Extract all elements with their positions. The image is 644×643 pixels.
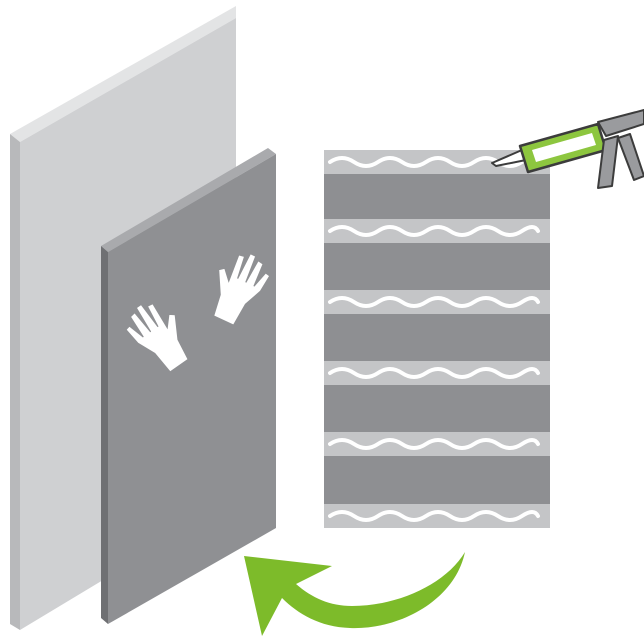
adhesive-strip	[324, 361, 550, 385]
adhesive-bead	[328, 510, 540, 522]
adhesive-bead	[328, 438, 540, 450]
gun-handle	[597, 135, 619, 189]
curved-arrow-icon	[244, 552, 465, 636]
gun-frame	[597, 109, 644, 137]
gun-trigger	[617, 133, 644, 181]
left-hand-icon	[125, 302, 189, 373]
adhesive-bead	[328, 225, 540, 237]
gun-cartridge-label	[532, 133, 596, 162]
adhesive-strip	[324, 219, 550, 243]
strip-background	[324, 150, 550, 528]
right-hand-icon	[212, 252, 271, 327]
caulking-gun-icon	[491, 109, 644, 189]
adhesive-bead	[328, 156, 540, 168]
adhesive-strip	[324, 504, 550, 528]
wall-panel-top-edge	[10, 6, 236, 142]
arrow-body	[244, 552, 465, 636]
adhesive-bead	[328, 296, 540, 308]
board	[101, 148, 276, 624]
board-top-edge	[101, 148, 276, 252]
adhesive-bead	[328, 367, 540, 379]
board-side-edge	[101, 246, 108, 624]
adhesive-strip	[324, 290, 550, 314]
wall-panel-side-edge	[10, 134, 20, 630]
adhesive-strips	[324, 150, 550, 528]
adhesive-strip	[324, 432, 550, 456]
